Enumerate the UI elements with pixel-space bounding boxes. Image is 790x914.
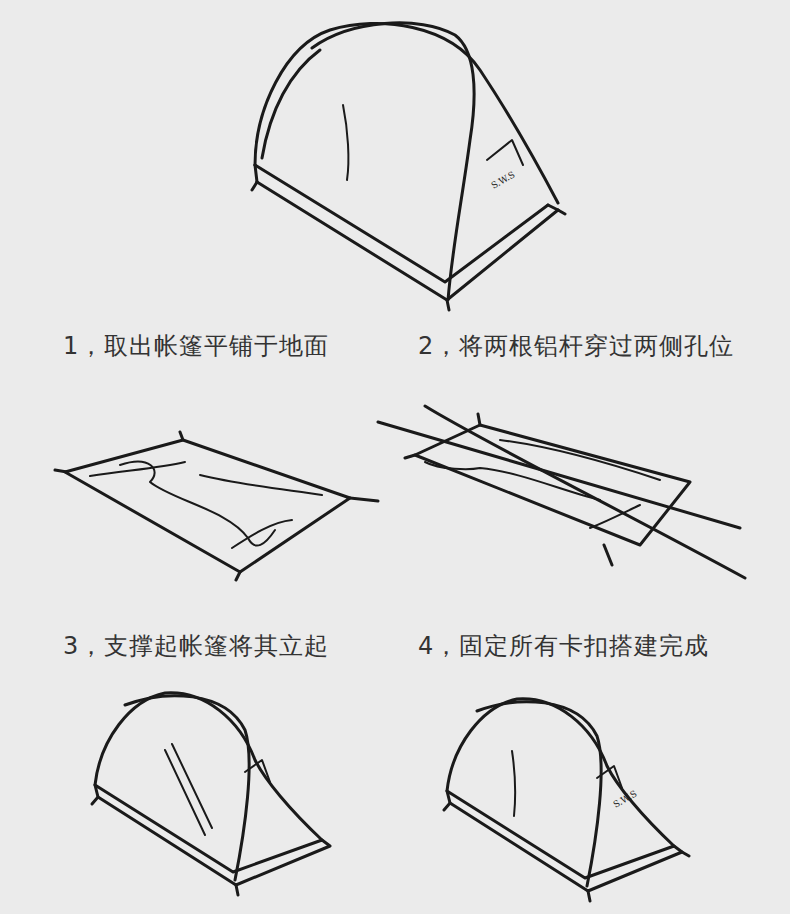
tent-front-edge xyxy=(262,50,320,158)
brand-logo: S.W.S xyxy=(490,170,517,191)
tent-vent xyxy=(597,766,622,788)
tent-outline xyxy=(65,440,350,572)
tent-base-band xyxy=(447,791,682,891)
flat-tent-with-poles xyxy=(378,406,745,578)
tent-door xyxy=(165,744,212,835)
flat-tent xyxy=(55,432,378,580)
tent-pole xyxy=(312,23,474,300)
tent-base-band xyxy=(95,785,330,885)
step-caption: 1，取出帐篷平铺于地面 xyxy=(63,332,329,361)
tent-stake xyxy=(444,803,689,901)
tent-wrinkle xyxy=(425,462,600,500)
tent-stake xyxy=(252,182,565,310)
tent-base-band xyxy=(255,165,548,282)
tent-stake xyxy=(92,797,238,895)
tent-wrinkle xyxy=(232,520,292,548)
tent-vent xyxy=(245,760,270,782)
pitched-tent-large xyxy=(252,23,565,310)
pitched-tent-step3 xyxy=(92,693,330,895)
tent-vent xyxy=(487,140,523,165)
tent-stake xyxy=(405,414,612,565)
step-caption: 3，支撑起帐篷将其立起 xyxy=(63,632,329,661)
tent-outline xyxy=(255,23,558,203)
tent-wrinkle xyxy=(120,462,275,546)
pitched-tent-step4 xyxy=(444,699,689,901)
tent-wrinkle xyxy=(90,462,185,476)
tent-base-band xyxy=(255,165,558,210)
tent-wrinkle xyxy=(200,475,322,495)
step-caption: 4，固定所有卡扣搭建完成 xyxy=(418,632,709,661)
step-caption: 2，将两根铝杆穿过两侧孔位 xyxy=(418,332,734,361)
tent-stake xyxy=(55,432,378,580)
brand-logo: S.W.S xyxy=(612,789,639,810)
tent-door xyxy=(343,105,348,180)
aluminum-pole xyxy=(425,406,745,578)
tent-door xyxy=(512,751,515,816)
aluminum-pole xyxy=(378,422,740,528)
tent-base-band xyxy=(257,182,558,300)
